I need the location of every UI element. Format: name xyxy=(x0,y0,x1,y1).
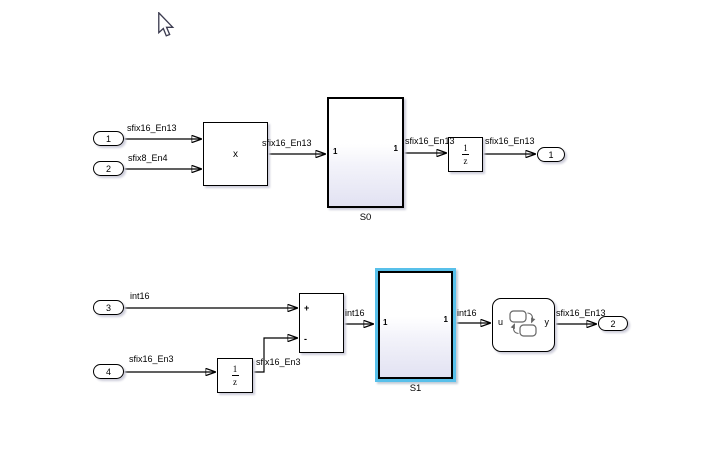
fraction-bar xyxy=(462,154,469,155)
signal-label-product-out: sfix16_En13 xyxy=(262,138,312,148)
mouse-cursor-icon xyxy=(158,12,175,37)
outport-1-label: 1 xyxy=(548,149,554,160)
delay1-denominator: z xyxy=(463,155,468,166)
outport-2[interactable]: 2 xyxy=(598,316,628,331)
inport-3-label: 3 xyxy=(105,302,111,313)
s1-selection-highlight: 1 1 xyxy=(375,268,456,382)
signal-label-in2: sfix8_En4 xyxy=(128,153,168,163)
delay2-denominator: z xyxy=(233,376,237,387)
inport-3[interactable]: 3 xyxy=(93,300,124,315)
signal-label-s0-out: sfix16_En13 xyxy=(405,136,455,146)
s1-inport-label: 1 xyxy=(383,318,388,327)
inport-4-label: 4 xyxy=(105,366,111,377)
s0-outport-label: 1 xyxy=(393,144,398,153)
signal-label-s1-out: int16 xyxy=(457,308,477,318)
statechart-icon xyxy=(509,310,537,337)
signal-label-in3: int16 xyxy=(130,291,150,301)
unit-delay-2-block[interactable]: 1 z xyxy=(217,358,253,393)
inport-2[interactable]: 2 xyxy=(93,161,124,176)
signal-label-delay1-out: sfix16_En13 xyxy=(485,136,535,146)
s1-outport-label: 1 xyxy=(443,315,448,324)
outport-2-label: 2 xyxy=(610,318,616,329)
signal-label-delay2-out: sfix16_En3 xyxy=(256,357,301,367)
wire-delay2-to-sum[interactable] xyxy=(253,338,297,373)
s0-inport-label: 1 xyxy=(333,147,338,156)
chart-block[interactable]: u y xyxy=(492,298,555,352)
fraction-bar xyxy=(231,375,239,376)
subsystem-s1[interactable]: 1 1 xyxy=(378,271,453,379)
sum-block[interactable]: + - xyxy=(299,293,344,353)
signal-label-in1: sfix16_En13 xyxy=(127,123,177,133)
product-block[interactable]: x xyxy=(203,122,268,186)
inport-2-label: 2 xyxy=(105,163,111,174)
outport-1[interactable]: 1 xyxy=(537,147,565,162)
signal-label-in4: sfix16_En3 xyxy=(129,354,174,364)
product-symbol: x xyxy=(233,148,238,160)
inport-1-label: 1 xyxy=(105,133,111,144)
signal-label-sum-out: int16 xyxy=(345,308,365,318)
subsystem-s0[interactable]: 1 1 xyxy=(327,97,404,208)
sum-plus-sign: + xyxy=(304,303,310,313)
s0-name[interactable]: S0 xyxy=(359,212,372,223)
chart-output-label: y xyxy=(544,317,550,327)
s1-name[interactable]: S1 xyxy=(409,383,422,394)
chart-input-label: u xyxy=(498,317,504,327)
delay2-numerator: 1 xyxy=(232,363,238,374)
sum-minus-sign: - xyxy=(304,334,307,344)
unit-delay-1-block[interactable]: 1 z xyxy=(448,137,483,172)
inport-1[interactable]: 1 xyxy=(93,131,124,146)
inport-4[interactable]: 4 xyxy=(93,364,124,379)
delay1-numerator: 1 xyxy=(463,142,468,153)
signal-label-chart-out: sfix16_En13 xyxy=(556,308,606,318)
